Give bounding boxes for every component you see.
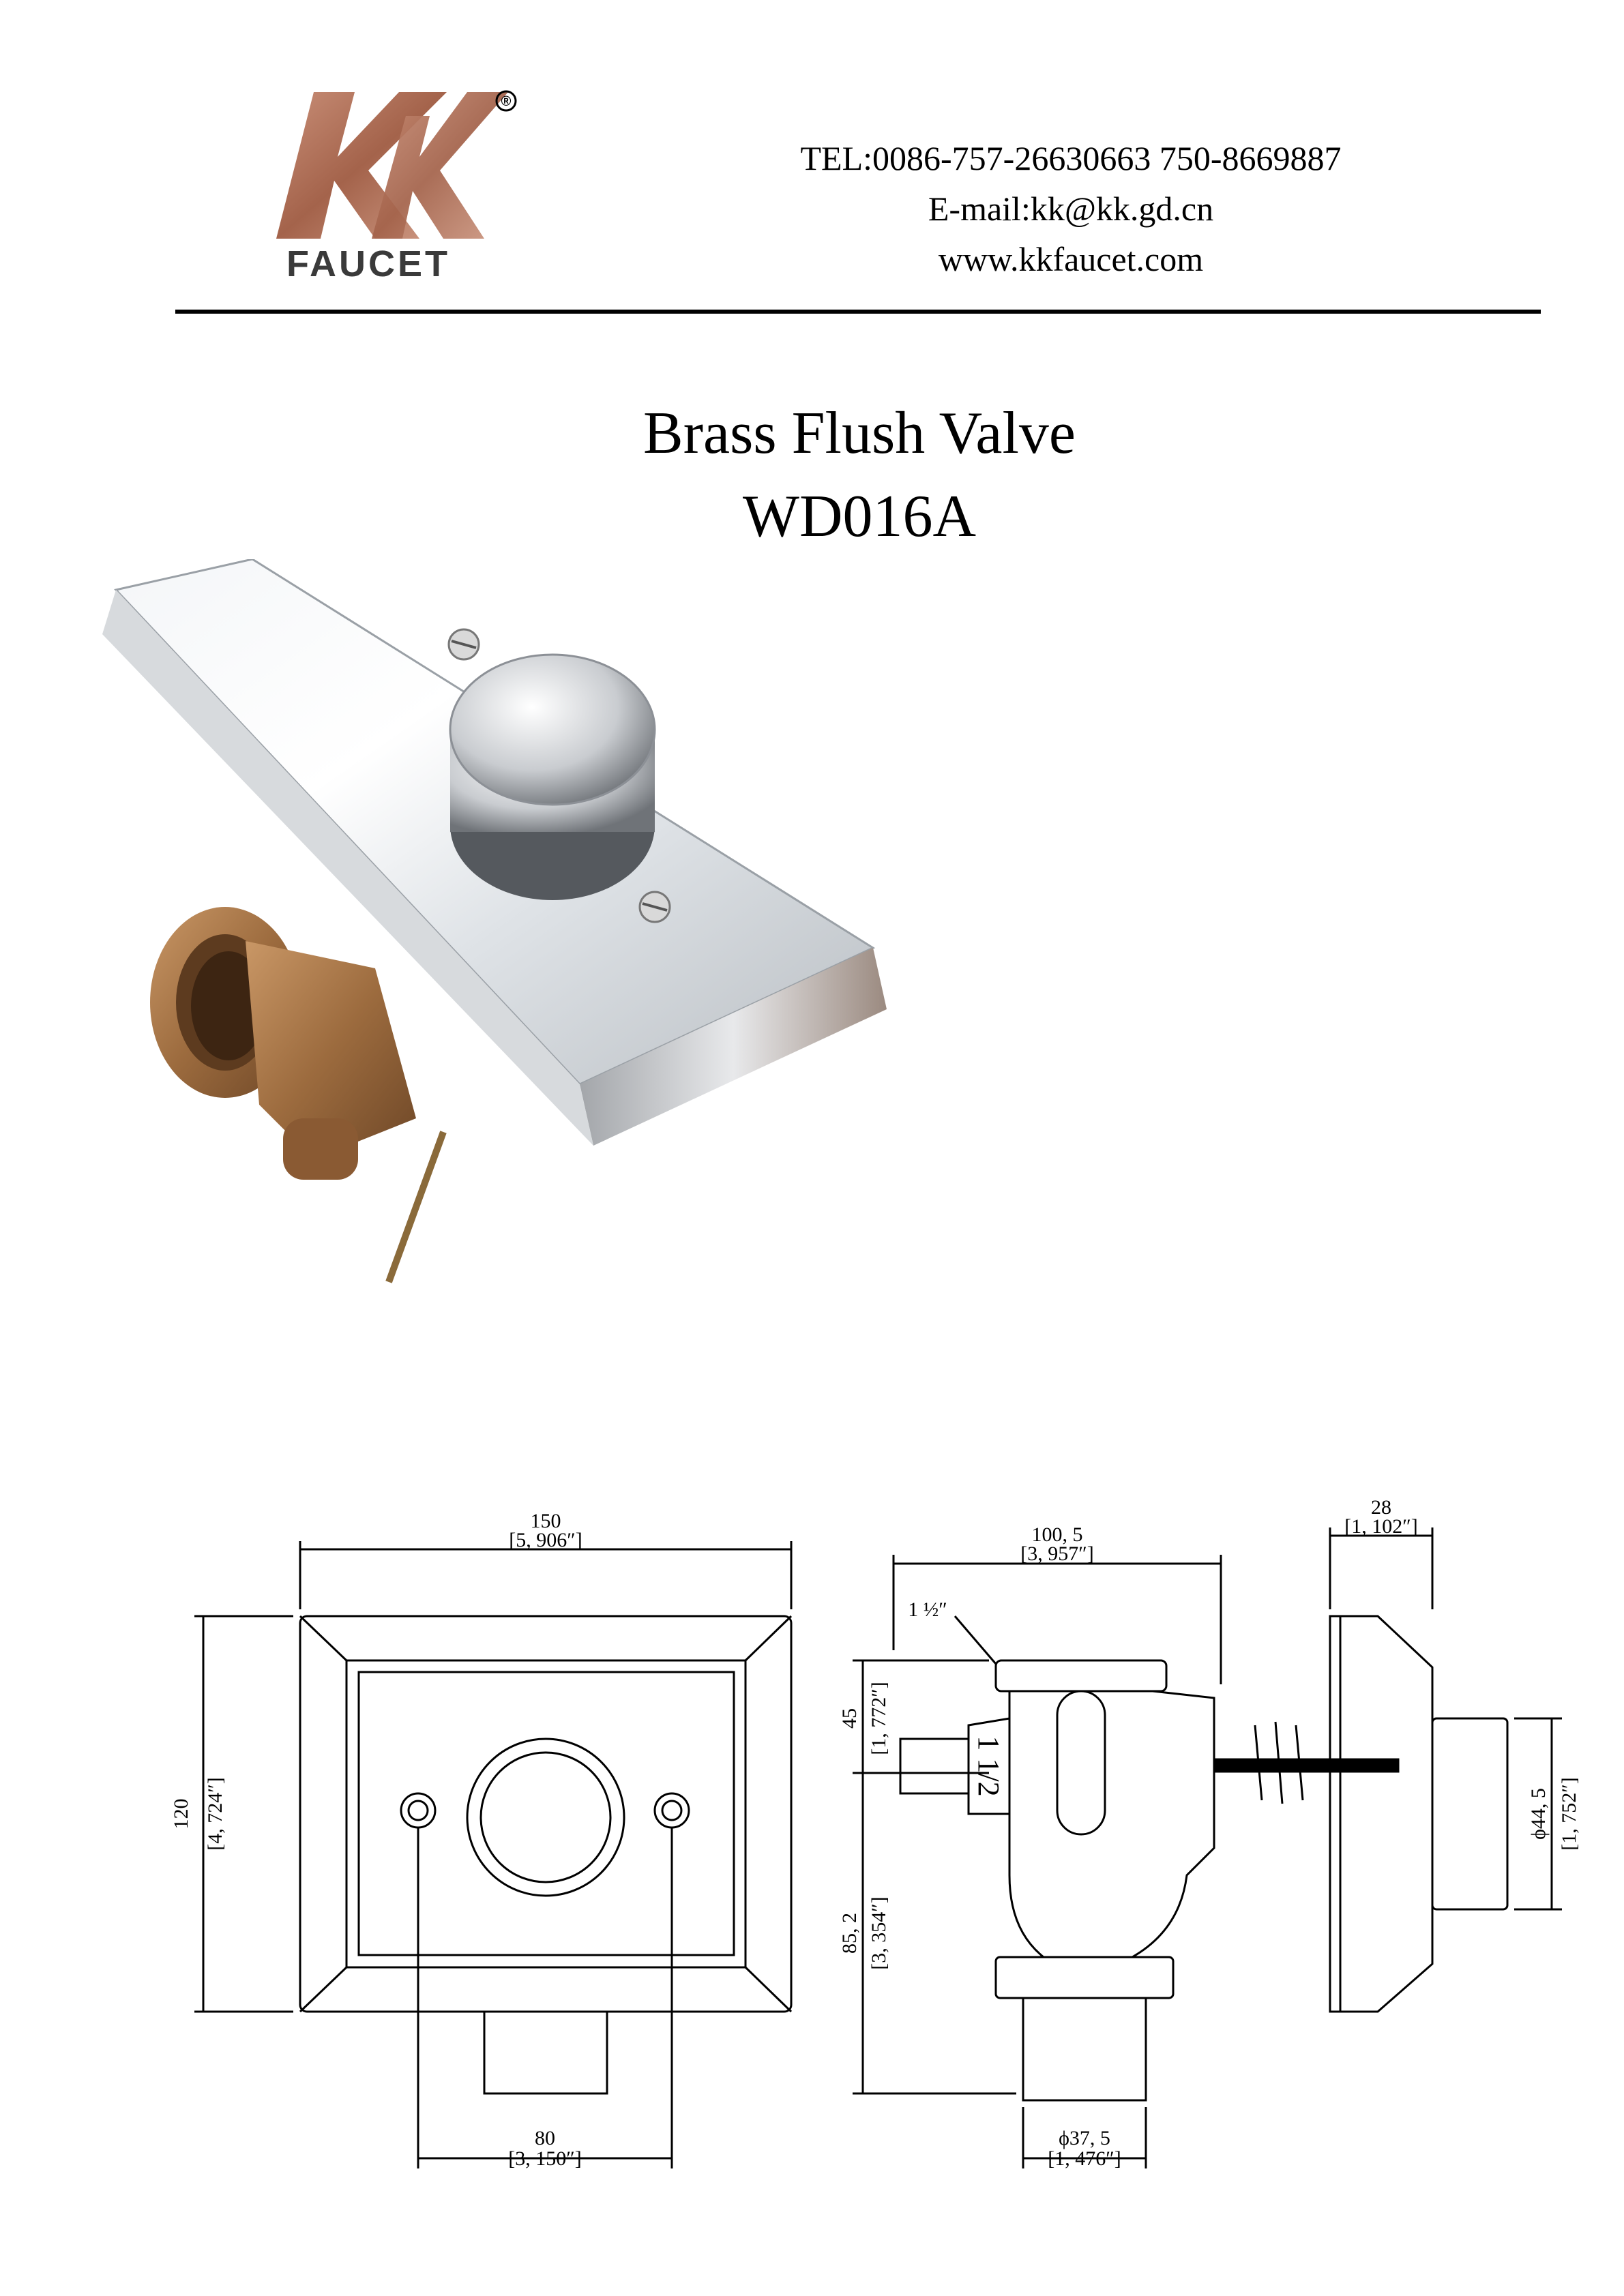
- dim-height-mm: 120: [170, 1799, 192, 1830]
- dim-button-dia-in: [1, 752″]: [1558, 1777, 1580, 1850]
- contact-block: TEL:0086-757-26630663 750-8669887 E-mail…: [682, 133, 1460, 284]
- header-divider: [175, 310, 1541, 314]
- dim-depth-in: [1, 102″]: [1344, 1515, 1417, 1538]
- dim-lower-height-mm: 85, 2: [838, 1913, 861, 1954]
- front-view: [194, 1541, 793, 2168]
- button-outline: [466, 1738, 625, 1897]
- product-title-block: Brass Flush Valve WD016A: [409, 392, 1310, 558]
- dim-outlet-dia-in: [1, 476″]: [1048, 2147, 1121, 2170]
- product-name: Brass Flush Valve: [643, 400, 1076, 466]
- dim-hole-spacing-in: [3, 150″]: [508, 2147, 581, 2170]
- registered-mark: ®: [501, 94, 512, 109]
- dim-height-in: [4, 724″]: [204, 1777, 226, 1850]
- dim-body-width-in: [3, 957″]: [1020, 1542, 1093, 1565]
- push-button: [449, 653, 656, 900]
- dim-button-dia-mm: ϕ44, 5: [1527, 1788, 1550, 1840]
- email-line[interactable]: E-mail:kk@kk.gd.cn: [928, 190, 1214, 228]
- dim-lower-height-in: [3, 354″]: [868, 1896, 890, 1969]
- outlet-stub: [483, 2010, 608, 2095]
- product-model: WD016A: [742, 483, 977, 550]
- brass-valve-body: [150, 907, 416, 1180]
- kk-letters-graphic: [276, 92, 508, 239]
- dim-upper-height-mm: 45: [838, 1708, 861, 1729]
- tel-line: TEL:0086-757-26630663 750-8669887: [800, 139, 1342, 177]
- dim-thread-size: 1 ½″: [908, 1598, 947, 1621]
- technical-drawing: 150 [5, 906″] 120 [4, 724″] 80 [3, 150″]…: [170, 1496, 1580, 2170]
- dim-body-width-mm: 100, 5: [1032, 1523, 1083, 1546]
- actuator-rod: [385, 1131, 447, 1283]
- dim-depth-mm: 28: [1371, 1496, 1391, 1519]
- mount-hole-left: [400, 1792, 437, 1829]
- dim-hole-spacing-mm: 80: [535, 2127, 555, 2149]
- dim-upper-height-in: [1, 772″]: [868, 1682, 890, 1755]
- dim-width-mm: 150: [531, 1510, 561, 1532]
- edge-view: [1329, 1527, 1562, 2013]
- dim-width-in: [5, 906″]: [509, 1529, 582, 1551]
- kk-faucet-logo: ® FAUCET: [276, 90, 517, 284]
- side-view: [853, 1555, 1400, 2168]
- mount-hole-right: [653, 1792, 690, 1829]
- logo-word: FAUCET: [286, 243, 450, 284]
- website-line[interactable]: www.kkfaucet.com: [938, 240, 1204, 278]
- product-photo: [102, 559, 887, 1283]
- dim-outlet-dia-mm: ϕ37, 5: [1059, 2127, 1110, 2149]
- body-marking: 1 1/2: [972, 1735, 1005, 1796]
